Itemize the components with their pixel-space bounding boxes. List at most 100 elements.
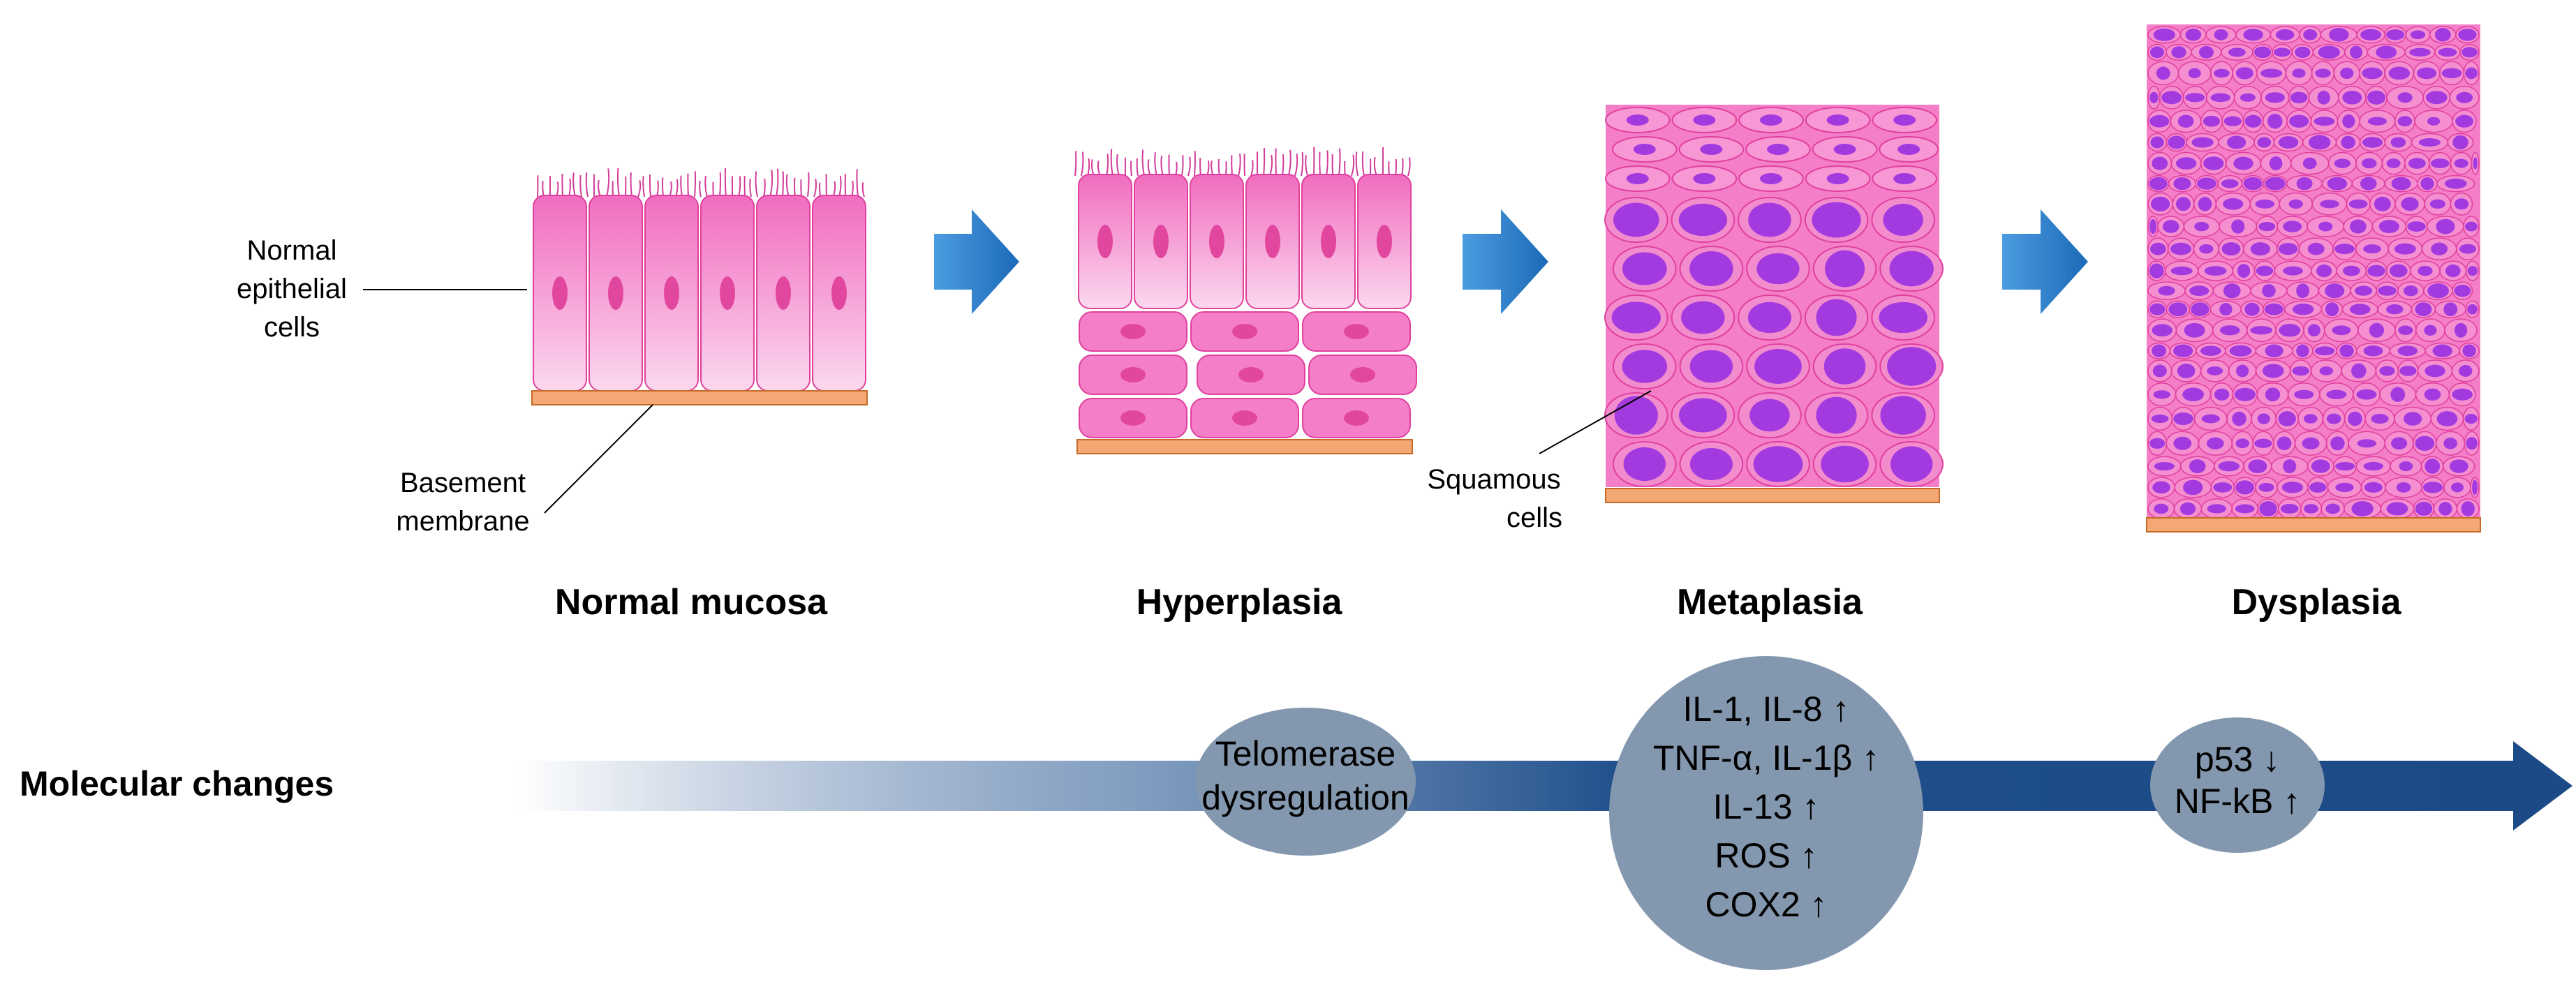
cell-nucleus [2185, 93, 2205, 103]
cilium [656, 180, 659, 198]
cilium [1275, 148, 1277, 177]
cell-nucleus [2385, 29, 2405, 40]
cell-nucleus [2235, 480, 2255, 495]
cell-nucleus [2367, 117, 2387, 126]
cell-nucleus [2356, 389, 2377, 400]
cilium [1136, 158, 1139, 177]
cell-nucleus [2152, 324, 2172, 337]
cell-nucleus [2199, 244, 2214, 254]
cell-nucleus [2318, 221, 2333, 232]
basement-label-line2: membrane [396, 506, 529, 537]
cell-nucleus [2262, 284, 2276, 298]
cell-nucleus [2314, 117, 2335, 126]
cell-nucleus [2152, 344, 2167, 358]
cell-nucleus [2149, 438, 2166, 449]
cell-nucleus [2438, 502, 2452, 516]
cilium [1305, 155, 1308, 177]
cilium [680, 175, 683, 198]
cell-nucleus [2399, 366, 2417, 376]
cell-nucleus [2325, 503, 2340, 514]
cell-nucleus [1754, 349, 1802, 384]
cell-nucleus [2397, 345, 2418, 357]
cell-nucleus [2390, 387, 2406, 402]
cell-nucleus [2459, 365, 2473, 377]
cilium [1211, 160, 1214, 177]
cell-nucleus [2278, 243, 2298, 255]
cell-nucleus [2154, 462, 2175, 471]
stage-title-dysplasia: Dysplasia [2232, 582, 2402, 623]
cell-nucleus [2473, 157, 2478, 170]
cilium [776, 168, 779, 198]
cilium [1361, 151, 1365, 177]
cell-nucleus [2265, 387, 2281, 402]
cell-nucleus [2289, 114, 2309, 128]
cell-nucleus [2454, 198, 2469, 210]
cell-nucleus [2223, 198, 2244, 210]
cell-nucleus [2240, 93, 2256, 102]
cell-nucleus [2424, 388, 2441, 401]
cell-nucleus [720, 276, 735, 310]
cell-nucleus [2334, 158, 2351, 168]
cilium [1206, 161, 1210, 177]
cell-nucleus [2158, 285, 2175, 296]
cell-nucleus [2454, 322, 2468, 338]
cell-nucleus [2467, 266, 2478, 276]
cell-nucleus [2149, 91, 2159, 103]
cell-nucleus [2177, 114, 2194, 128]
cell-nucleus [2420, 177, 2434, 191]
cell-nucleus [2171, 46, 2186, 59]
cell-nucleus [1232, 324, 1257, 339]
bubble2-line5: COX2 ↑ [1705, 885, 1827, 924]
metaplasia-panel: Squamous cells Metaplasia [1427, 105, 1944, 623]
cell-nucleus [2369, 322, 2385, 338]
cell-nucleus [2427, 117, 2441, 126]
cell-nucleus [1097, 225, 1113, 258]
cell-nucleus [2325, 283, 2345, 299]
cell-nucleus [2226, 135, 2246, 149]
cilium [598, 179, 601, 198]
cell-nucleus [2339, 67, 2354, 79]
cell-nucleus [1614, 396, 1658, 435]
cilium [738, 176, 741, 198]
cilium [662, 177, 664, 198]
cell-nucleus [1265, 225, 1280, 258]
cell-nucleus [2388, 66, 2411, 80]
cell-nucleus [1760, 173, 1782, 184]
cell-nucleus [2175, 157, 2197, 170]
cell-nucleus [1823, 348, 1866, 385]
cell-nucleus [2408, 158, 2426, 169]
cell-nucleus [1893, 173, 1916, 184]
epithelial-label-line1: Normal [247, 235, 337, 266]
cell-nucleus [2309, 482, 2327, 493]
cell-nucleus [2472, 479, 2478, 496]
cell-nucleus [2176, 197, 2191, 211]
cell-nucleus [2295, 46, 2311, 59]
cell-nucleus [2194, 221, 2209, 232]
cell-nucleus [2461, 47, 2478, 58]
cell-nucleus [1825, 250, 1865, 288]
cell-nucleus [2308, 135, 2331, 150]
cell-nucleus [2362, 137, 2383, 148]
cell-nucleus [2198, 197, 2212, 211]
cell-nucleus [2156, 66, 2170, 80]
cell-nucleus [1880, 396, 1926, 435]
cell-nucleus [2248, 459, 2267, 473]
cell-nucleus [2203, 115, 2221, 127]
cell-nucleus [2376, 45, 2397, 59]
cell-nucleus [2259, 501, 2277, 516]
cilium [769, 169, 773, 198]
cell-nucleus [2403, 285, 2418, 297]
cell-nucleus [2189, 459, 2206, 474]
cell-nucleus [2244, 302, 2260, 316]
cilium [1355, 151, 1359, 177]
cilium [1154, 152, 1157, 177]
cilium [1106, 154, 1109, 177]
cell-nucleus [2467, 304, 2478, 315]
basement-membrane [1076, 439, 1413, 454]
cell-nucleus [2436, 218, 2455, 234]
cell-nucleus [2288, 199, 2303, 209]
cell-nucleus [2177, 364, 2196, 378]
cell-nucleus [2280, 504, 2299, 514]
cell-nucleus [2234, 387, 2256, 401]
cell-nucleus [2296, 177, 2313, 191]
